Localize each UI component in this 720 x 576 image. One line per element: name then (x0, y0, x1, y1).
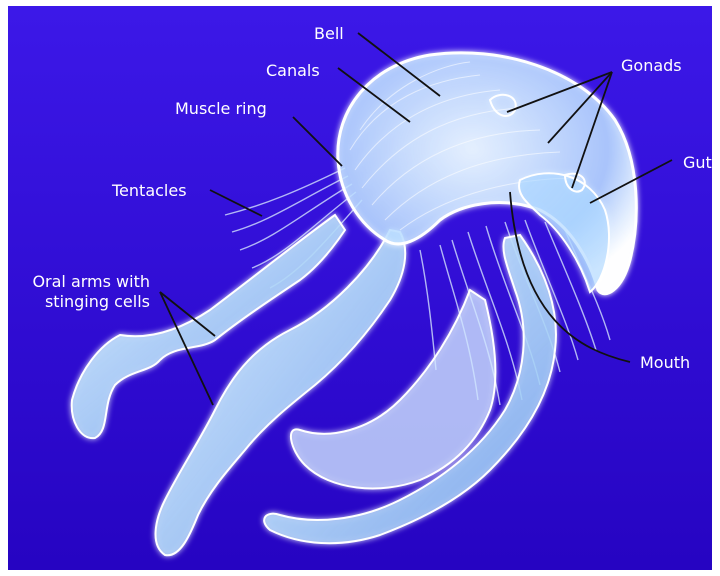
label-gut: Gut (683, 153, 712, 173)
label-canals: Canals (266, 61, 320, 81)
label-gonads: Gonads (621, 56, 682, 76)
label-oral-arms-line2: stinging cells (14, 292, 150, 312)
label-oral-arms-line1: Oral arms with (14, 272, 150, 292)
label-muscle-ring: Muscle ring (175, 99, 267, 119)
label-bell: Bell (314, 24, 344, 44)
label-tentacles: Tentacles (112, 181, 187, 201)
label-mouth: Mouth (640, 353, 690, 373)
